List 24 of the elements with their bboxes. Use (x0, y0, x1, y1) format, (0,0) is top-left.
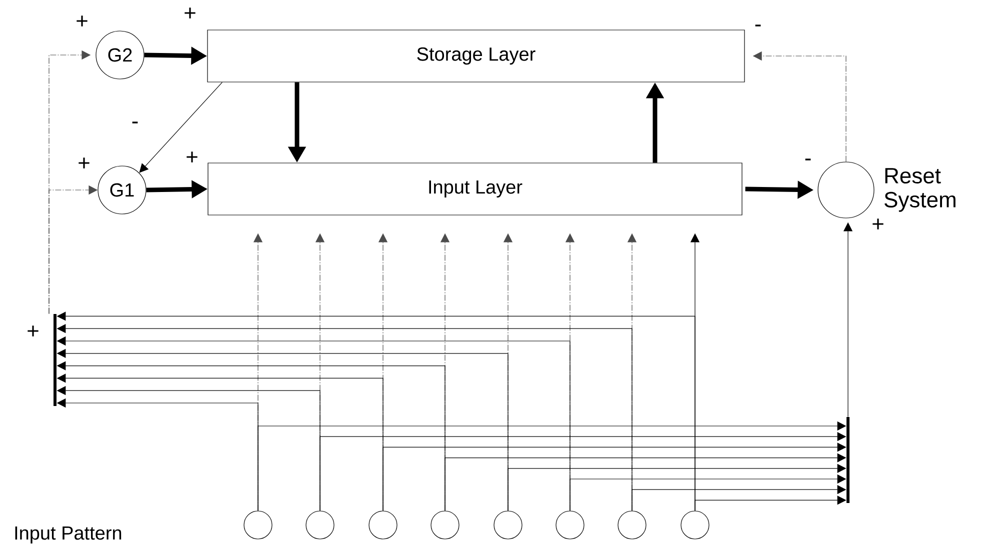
edge-label: - (130, 120, 140, 130)
input-circle (430, 510, 460, 540)
arrow (139, 82, 222, 173)
input-circle (306, 510, 334, 540)
edge-label: + (182, 6, 198, 22)
node-caption: + (28, 326, 38, 336)
input-circle (618, 510, 646, 540)
edge-label: - (803, 158, 813, 166)
layer-box: Storage Layer (207, 30, 745, 82)
node-caption: Reset System (884, 168, 956, 212)
edge-label: + (870, 218, 886, 232)
caption-text: Input Pattern (15, 526, 122, 544)
edge-label: - (753, 24, 763, 32)
input-circle (368, 510, 398, 540)
edge-label: + (184, 150, 200, 166)
input-circle (244, 510, 272, 540)
circle-node: G2 (96, 30, 144, 80)
edge-label: + (76, 156, 92, 172)
edge-label: + (74, 14, 90, 30)
input-circle (556, 510, 584, 540)
input-circle (494, 510, 522, 540)
input-circle (680, 510, 710, 540)
layer-box: Input Layer (208, 162, 742, 216)
circle-node: G1 (98, 166, 146, 214)
